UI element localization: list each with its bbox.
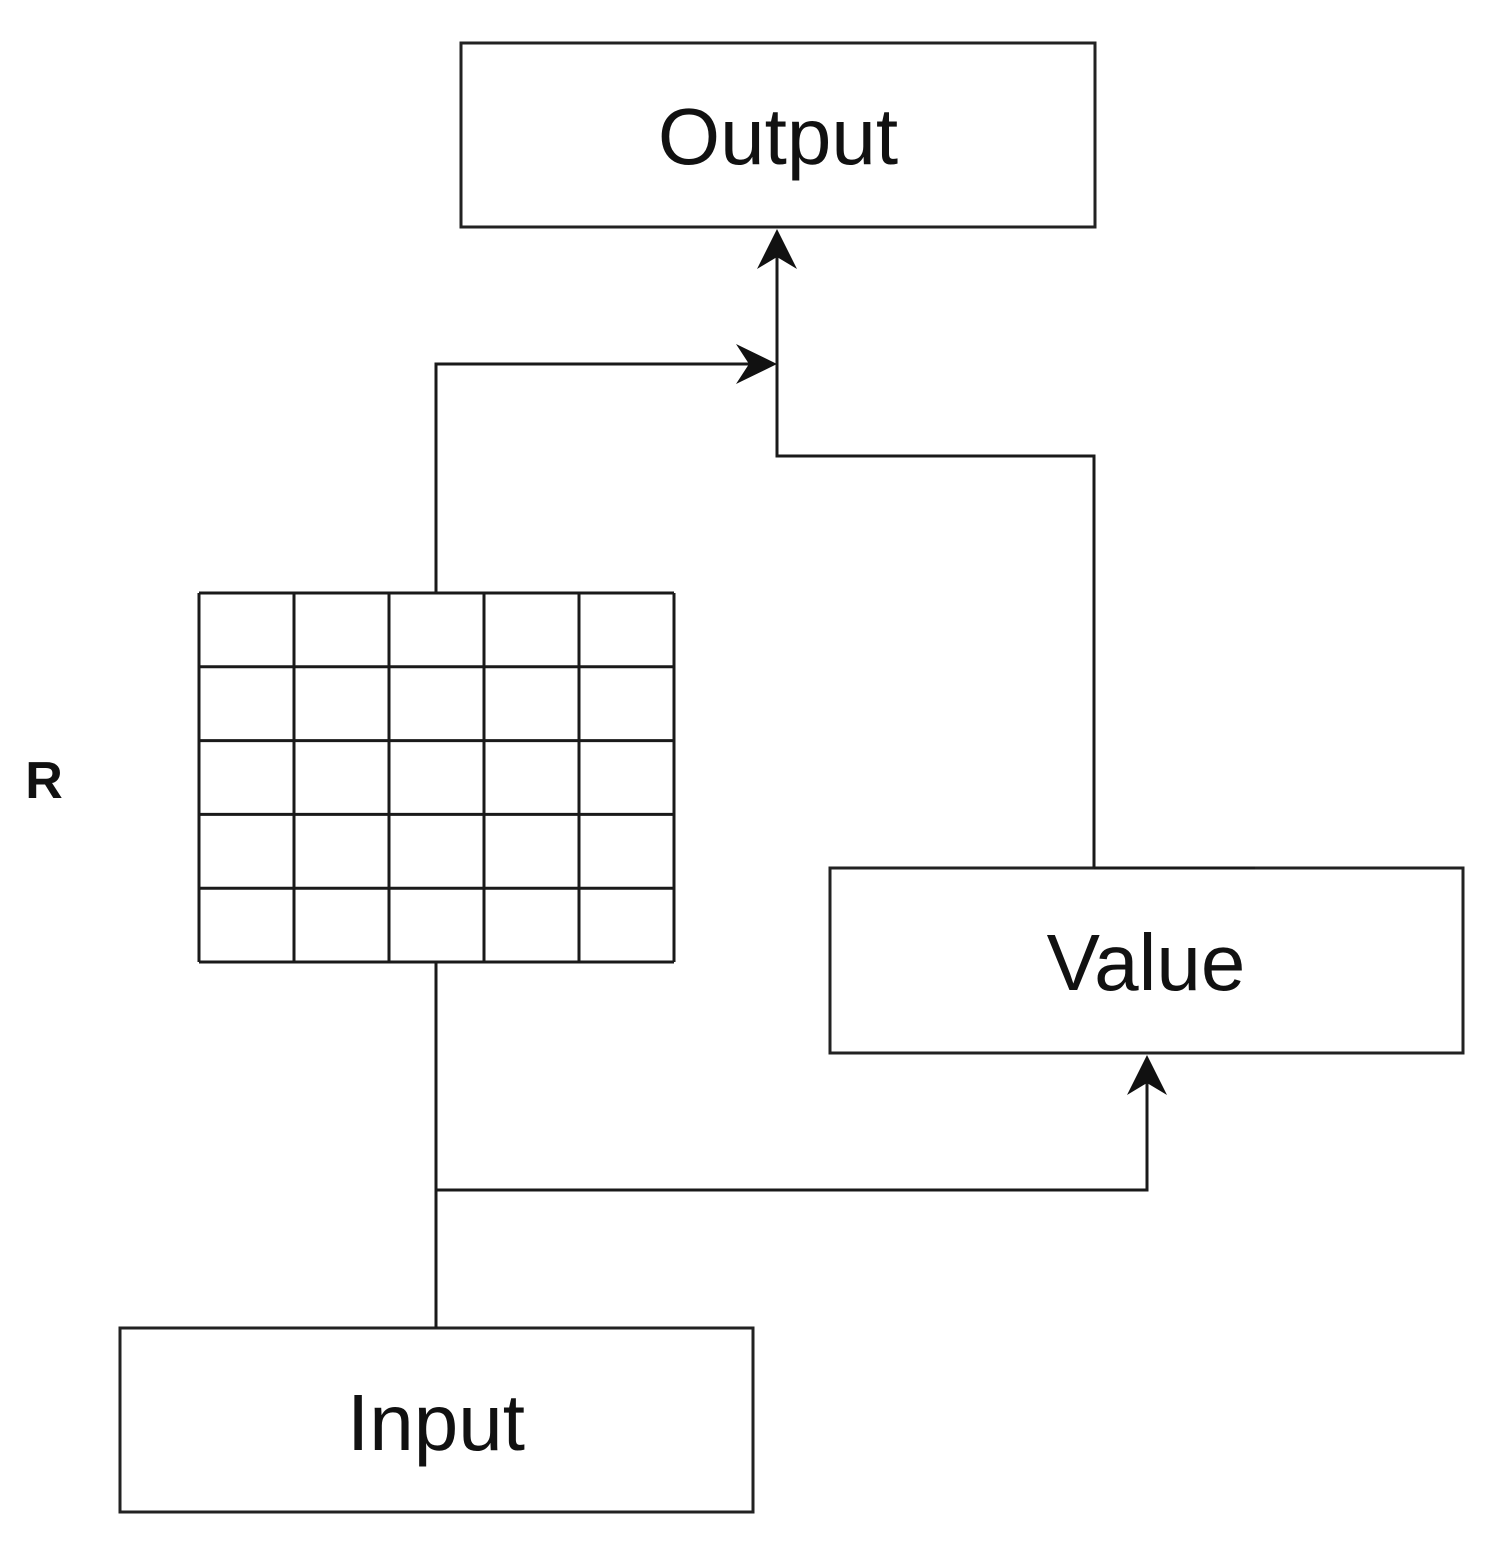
edge-value-to-output: [775, 246, 1096, 868]
value-box: [828, 866, 1465, 1055]
arrowhead-output: [757, 229, 797, 269]
edge-input-to-value: [436, 1070, 1149, 1192]
value-node: Value: [828, 866, 1465, 1055]
output-label: Output: [658, 92, 898, 181]
input-node: Input: [118, 1326, 755, 1514]
value-label: Value: [1047, 918, 1246, 1007]
matrix-label: R: [25, 752, 63, 810]
output-box: [459, 41, 1097, 229]
matrix-grid: [197, 591, 676, 964]
edges: [434, 229, 1255, 1328]
input-label: Input: [347, 1378, 525, 1467]
arrowhead-value: [1127, 1055, 1167, 1095]
arrowhead-merge: [736, 344, 777, 384]
edge-matrix-to-merge: [434, 362, 760, 593]
output-node: Output: [459, 41, 1097, 229]
